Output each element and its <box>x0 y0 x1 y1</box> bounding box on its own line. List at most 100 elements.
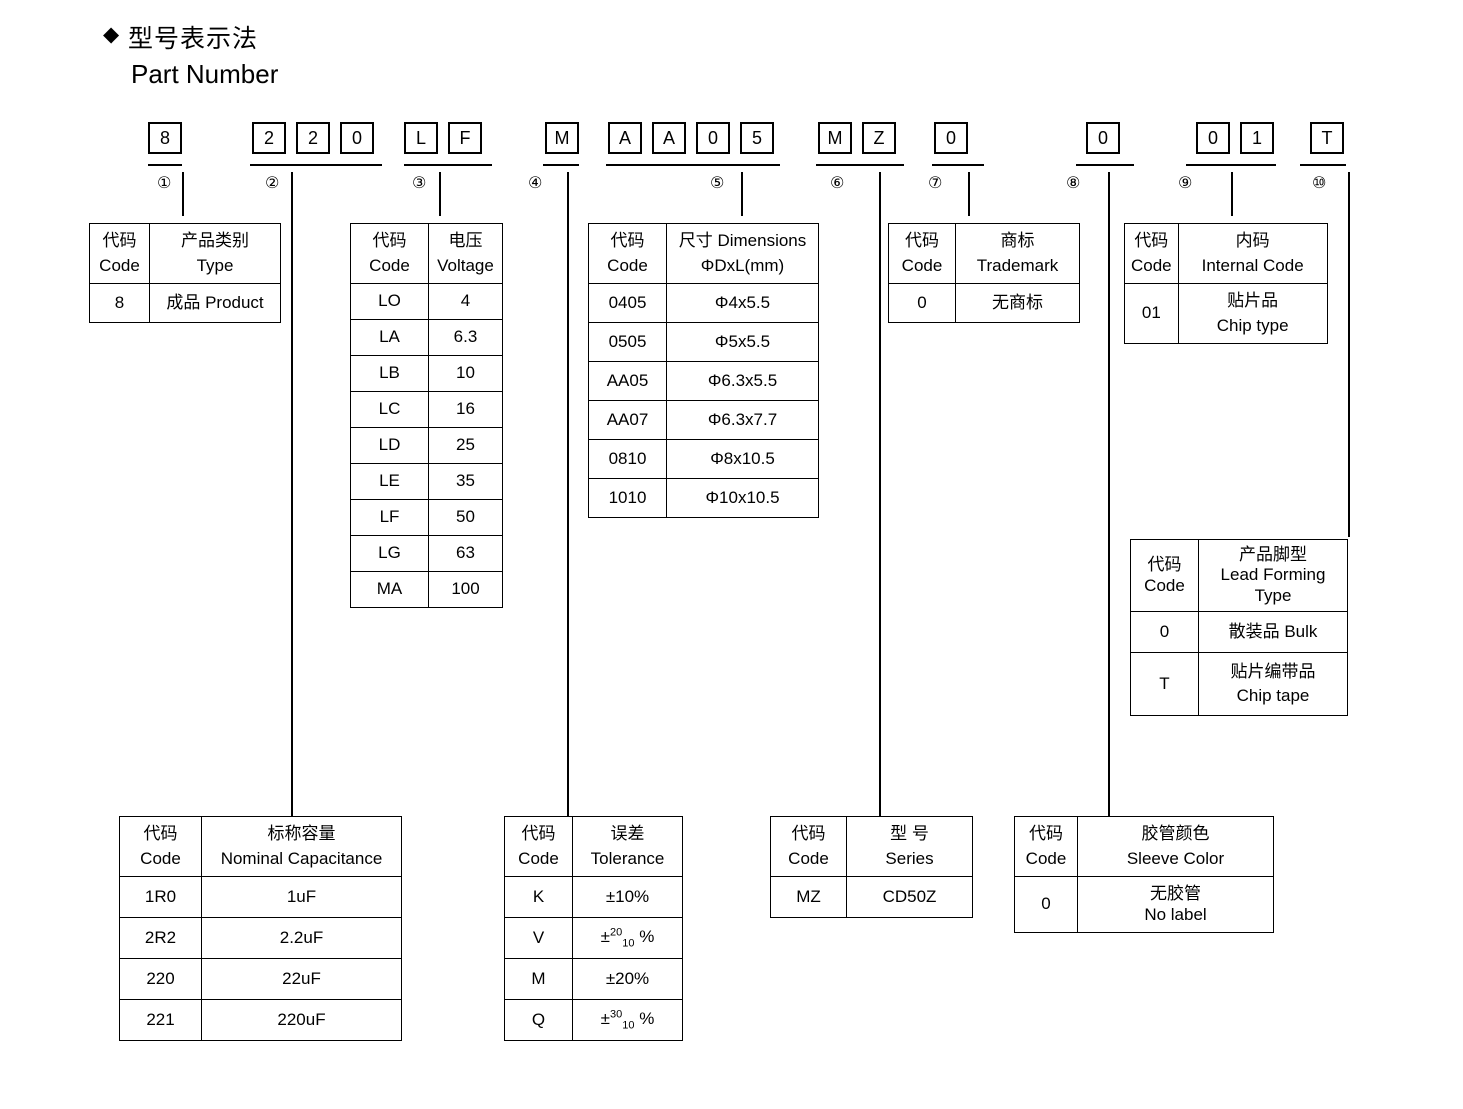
cell-code: 8 <box>89 283 150 324</box>
code-box: M <box>545 122 579 154</box>
table-row: MZ CD50Z <box>770 876 973 919</box>
cell-code: 2R2 <box>119 917 202 960</box>
cell-code: LF <box>350 499 429 537</box>
cell-code: LG <box>350 535 429 573</box>
header-value: 产品脚型 Lead Forming Type <box>1198 538 1348 613</box>
cell-code: 1010 <box>588 478 667 519</box>
cell-value-ranged: ±3010 % <box>572 999 683 1042</box>
code-box: 0 <box>340 122 374 154</box>
header-value: 产品类别 Type <box>149 222 281 285</box>
cell-code: LO <box>350 283 429 321</box>
group-underline <box>404 164 492 166</box>
table-header-row: 代码 Code 胶管颜色 Sleeve Color <box>1014 815 1274 878</box>
cell-value: Φ5x5.5 <box>666 322 819 363</box>
cell-code: V <box>504 917 573 960</box>
table-header-row: 代码 Code 尺寸 Dimensions ΦDxL(mm) <box>588 222 819 285</box>
table-header-row: 代码 Code 电压 Voltage <box>350 222 503 285</box>
cell-code: 0810 <box>588 439 667 480</box>
cell-value: ±20% <box>572 958 683 1001</box>
connector-line-10 <box>1348 172 1350 537</box>
header-value: 内码 Internal Code <box>1177 222 1328 285</box>
header-value: 误差 Tolerance <box>572 815 683 878</box>
group-index-8: ⑧ <box>1066 175 1081 192</box>
cell-value: Φ4x5.5 <box>666 283 819 324</box>
table-row: 01 贴片品 Chip type <box>1124 283 1328 345</box>
page-title-cn: 型号表示法 <box>128 25 259 53</box>
cell-value: 散装品 Bulk <box>1198 611 1348 654</box>
header-value: 尺寸 Dimensions ΦDxL(mm) <box>666 222 819 285</box>
cell-code: T <box>1130 652 1199 717</box>
table-row: M ±20% <box>504 958 683 1001</box>
code-box: A <box>608 122 642 154</box>
header-code: 代码 Code <box>588 222 667 285</box>
group-index-9: ⑨ <box>1178 175 1193 192</box>
header-code: 代码 Code <box>504 815 573 878</box>
bullet-diamond-icon: ◆ <box>103 23 120 46</box>
connector-line-1 <box>182 172 184 216</box>
table-row: T 贴片编带品 Chip tape <box>1130 652 1348 717</box>
cell-value: Φ10x10.5 <box>666 478 819 519</box>
cell-value: 无胶管 No label <box>1077 876 1274 934</box>
header-code: 代码 Code <box>350 222 429 285</box>
cell-value: 16 <box>428 391 503 429</box>
table-trademark: 代码 Code 商标 Trademark 0 无商标 <box>888 222 1080 324</box>
group-index-7: ⑦ <box>928 175 943 192</box>
cell-code: LB <box>350 355 429 393</box>
connector-line-9 <box>1231 172 1233 216</box>
cell-value: 22uF <box>201 958 402 1001</box>
group-underline <box>816 164 904 166</box>
group-underline <box>1186 164 1276 166</box>
table-row: 8 成品 Product <box>89 283 281 324</box>
cell-code: MZ <box>770 876 847 919</box>
group-index-10: ⑩ <box>1312 175 1327 192</box>
cell-code: Q <box>504 999 573 1042</box>
cell-value: 50 <box>428 499 503 537</box>
cell-code: LD <box>350 427 429 465</box>
header-code: 代码 Code <box>119 815 202 878</box>
header-value: 标称容量 Nominal Capacitance <box>201 815 402 878</box>
cell-value: 1uF <box>201 876 402 919</box>
code-box: T <box>1310 122 1344 154</box>
connector-line-2 <box>291 172 293 817</box>
code-box: 2 <box>252 122 286 154</box>
table-header-row: 代码 Code 内码 Internal Code <box>1124 222 1328 285</box>
cell-value: 63 <box>428 535 503 573</box>
cell-code: 0 <box>1014 876 1078 934</box>
cell-value: 4 <box>428 283 503 321</box>
header-value: 型 号 Series <box>846 815 973 878</box>
cell-code: 0 <box>888 283 956 324</box>
cell-value: 成品 Product <box>149 283 281 324</box>
cell-code: MA <box>350 571 429 609</box>
group-index-6: ⑥ <box>830 175 845 192</box>
cell-code: 221 <box>119 999 202 1042</box>
code-box: 1 <box>1240 122 1274 154</box>
group-underline <box>543 164 579 166</box>
table-row: V ±2010 % <box>504 917 683 960</box>
group-underline <box>1300 164 1346 166</box>
header-code: 代码 Code <box>1014 815 1078 878</box>
cell-code: AA05 <box>588 361 667 402</box>
code-box: 8 <box>148 122 182 154</box>
table-row: K ±10% <box>504 876 683 919</box>
cell-code: 0 <box>1130 611 1199 654</box>
code-box: 0 <box>934 122 968 154</box>
header-value: 胶管颜色 Sleeve Color <box>1077 815 1274 878</box>
table-internal-code: 代码 Code 内码 Internal Code 01 贴片品 Chip typ… <box>1124 222 1328 345</box>
connector-line-8 <box>1108 172 1110 817</box>
table-row: 0 无胶管 No label <box>1014 876 1274 934</box>
connector-line-6 <box>879 172 881 817</box>
cell-code: LA <box>350 319 429 357</box>
table-row: 0 散装品 Bulk <box>1130 611 1348 654</box>
group-index-2: ② <box>265 175 280 192</box>
cell-code: 0405 <box>588 283 667 324</box>
